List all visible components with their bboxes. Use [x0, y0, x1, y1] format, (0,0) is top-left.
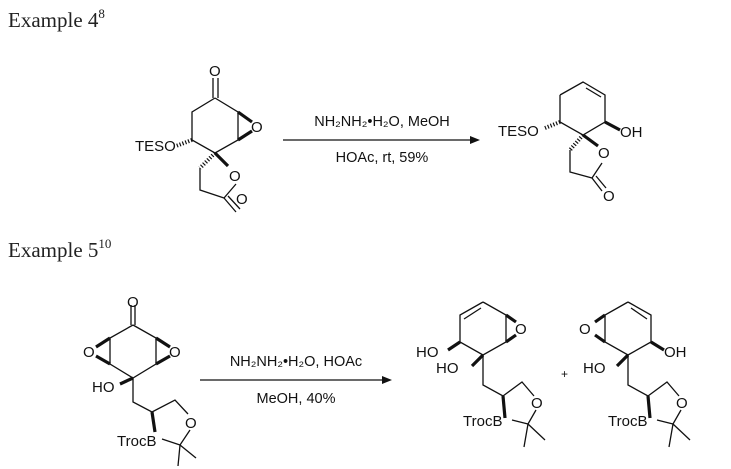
- hydroxyl-label: OH: [664, 344, 687, 361]
- trocb-label: TrocB: [117, 433, 156, 450]
- hydroxyl-label: HO: [436, 360, 459, 377]
- conditions-below-arrow: MeOH, 40%: [257, 391, 336, 407]
- trocb-label: TrocB: [608, 413, 647, 430]
- example-4-product: TESO OH O O: [498, 81, 643, 205]
- atom-label: O: [531, 395, 543, 412]
- atom-label: O: [185, 415, 197, 432]
- plus-sign: +: [561, 367, 568, 381]
- teso-label: TESO: [135, 138, 176, 155]
- hydroxyl-label: HO: [92, 379, 115, 396]
- example-5-starting-material: O O O HO O TrocB: [83, 294, 197, 467]
- example-5-reference: 10: [98, 236, 112, 251]
- atom-label: O: [251, 119, 263, 136]
- arrowhead-icon: [382, 376, 392, 384]
- hydroxyl-label: OH: [620, 124, 643, 141]
- reagents-above-arrow: NH₂NH₂•H₂O, MeOH: [314, 114, 450, 130]
- example-5-heading: Example 510: [8, 236, 111, 263]
- hydroxyl-label: HO: [416, 344, 439, 361]
- example-4-starting-material: O O TESO O O: [135, 63, 263, 213]
- atom-label: O: [236, 191, 248, 208]
- trocb-label: TrocB: [463, 413, 502, 430]
- atom-label: O: [515, 321, 527, 338]
- hydroxyl-label: HO: [583, 360, 606, 377]
- arrowhead-icon: [470, 136, 480, 144]
- atom-label: O: [209, 63, 221, 80]
- atom-label: O: [127, 294, 139, 311]
- atom-label: O: [229, 168, 241, 185]
- atom-label: O: [598, 145, 610, 162]
- atom-label: O: [676, 395, 688, 412]
- example-5-product-1: O HO HO O TrocB: [416, 301, 546, 448]
- conditions-below-arrow: HOAc, rt, 59%: [336, 150, 429, 166]
- teso-label: TESO: [498, 123, 539, 140]
- example-5-title: Example 5: [8, 238, 99, 262]
- atom-label: O: [579, 321, 591, 338]
- atom-label: O: [83, 344, 95, 361]
- example-4-reference: 8: [98, 6, 105, 21]
- atom-label: O: [603, 188, 615, 205]
- example-4-heading: Example 48: [8, 6, 105, 33]
- example-5-product-2: O OH HO O TrocB: [579, 301, 691, 448]
- example-4-title: Example 4: [8, 8, 99, 32]
- reagents-above-arrow: NH₂NH₂•H₂O, HOAc: [230, 354, 362, 370]
- atom-label: O: [169, 344, 181, 361]
